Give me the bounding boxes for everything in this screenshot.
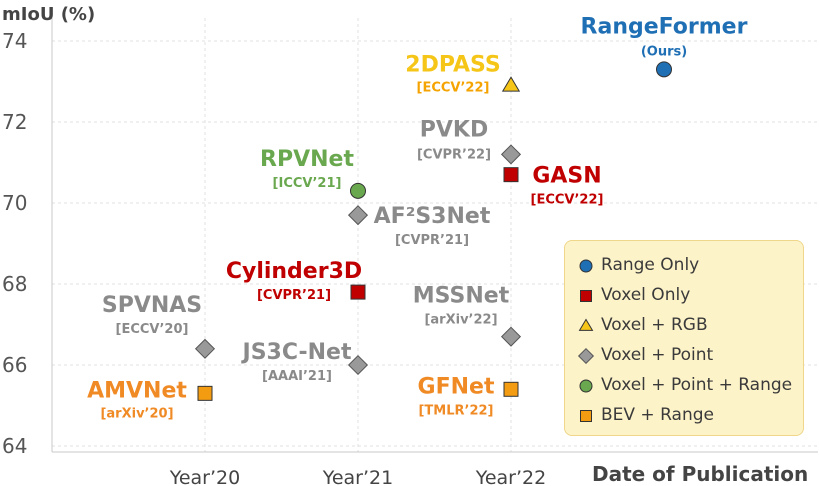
method-name-label: RangeFormer	[581, 14, 748, 39]
method-name-label: AMVNet	[87, 378, 187, 403]
venue-label: [arXiv’22]	[424, 313, 497, 328]
data-point-spvnas	[194, 338, 216, 359]
venue-label: [AAAI’21]	[262, 369, 332, 384]
data-point-amvnet	[197, 385, 213, 401]
method-name-label: JS3C-Net	[241, 340, 352, 365]
method-name-label: GASN	[532, 164, 601, 189]
data-point-2dpass	[501, 76, 521, 92]
legend-item: Voxel + Point	[577, 343, 713, 367]
method-name-label: MSSNet	[413, 284, 510, 309]
method-name-label: GFNet	[418, 374, 495, 399]
data-point-pvkd	[500, 144, 522, 165]
data-point-rangeformer	[656, 61, 672, 78]
venue-label: [ICCV’21]	[273, 176, 342, 191]
legend-item: Range Only	[577, 253, 699, 277]
venue-label: [CVPR’21]	[257, 288, 331, 303]
method-name-label: PVKD	[420, 117, 488, 142]
x-tick-label: Year’20	[169, 467, 240, 486]
venue-label: [ECCV’20]	[116, 322, 189, 337]
method-name-label: AF²S3Net	[374, 204, 491, 229]
y-tick-label: 70	[2, 191, 27, 215]
venue-label: [CVPR’21]	[395, 233, 469, 248]
legend-marker-icon	[577, 406, 595, 424]
y-tick-label: 66	[2, 353, 27, 377]
method-name-label: 2DPASS	[405, 53, 500, 78]
legend-item: BEV + Range	[577, 403, 714, 427]
x-axis-title: Date of Publication	[592, 462, 808, 486]
y-tick-label: 72	[2, 110, 27, 134]
method-name-label: RPVNet	[260, 147, 354, 172]
x-tick-label: Year’22	[475, 467, 546, 486]
data-point-af-s3net	[347, 205, 369, 226]
venue-label: [CVPR’22]	[417, 147, 491, 162]
legend-marker-shape	[580, 410, 592, 422]
legend-marker-icon	[577, 256, 595, 274]
data-point-cylinder3d	[350, 284, 366, 300]
venue-label: [TMLR’22]	[418, 403, 493, 418]
data-point-gasn	[503, 167, 519, 183]
data-point-mssnet	[500, 326, 522, 347]
venue-label: (Ours)	[641, 44, 687, 59]
y-tick-label: 74	[2, 29, 27, 53]
method-name-label: SPVNAS	[102, 293, 202, 318]
legend-label: BEV + Range	[601, 405, 714, 425]
venue-label: [ECCV’22]	[417, 81, 490, 96]
x-axis-label: Date of Publication	[592, 462, 809, 486]
legend-label: Range Only	[601, 255, 700, 275]
legend-item: Voxel Only	[577, 283, 690, 307]
y-axis-title: mIoU (%)	[2, 4, 95, 25]
venue-label: [arXiv’20]	[100, 406, 173, 421]
legend-marker-shape	[578, 318, 594, 331]
legend-label: Voxel Only	[601, 285, 691, 305]
legend-marker-shape	[577, 347, 595, 364]
x-tick-label: Year’21	[322, 467, 393, 486]
legend-marker-icon	[577, 376, 595, 394]
venue-label: [ECCV’22]	[531, 193, 604, 208]
legend-marker-icon	[577, 286, 595, 304]
method-name-label: Cylinder3D	[226, 259, 362, 284]
data-point-rpvnet	[350, 182, 366, 199]
legend-label: Voxel + RGB	[601, 315, 708, 335]
legend-label: Voxel + Point + Range	[601, 375, 793, 395]
legend-marker-shape	[579, 379, 593, 393]
y-tick-label: 68	[2, 272, 27, 296]
legend-marker-shape	[580, 290, 592, 302]
legend-label: Voxel + Point	[601, 345, 714, 365]
legend-marker-icon	[577, 346, 595, 364]
y-tick-label: 64	[2, 434, 27, 458]
data-point-gfnet	[503, 381, 519, 397]
legend-marker-shape	[579, 259, 593, 273]
data-point-js3c-net	[347, 354, 369, 376]
legend-item: Voxel + Point + Range	[577, 373, 792, 397]
legend-marker-icon	[577, 316, 595, 334]
legend-item: Voxel + RGB	[577, 313, 708, 337]
y-axis-label: mIoU (%)	[2, 4, 96, 25]
